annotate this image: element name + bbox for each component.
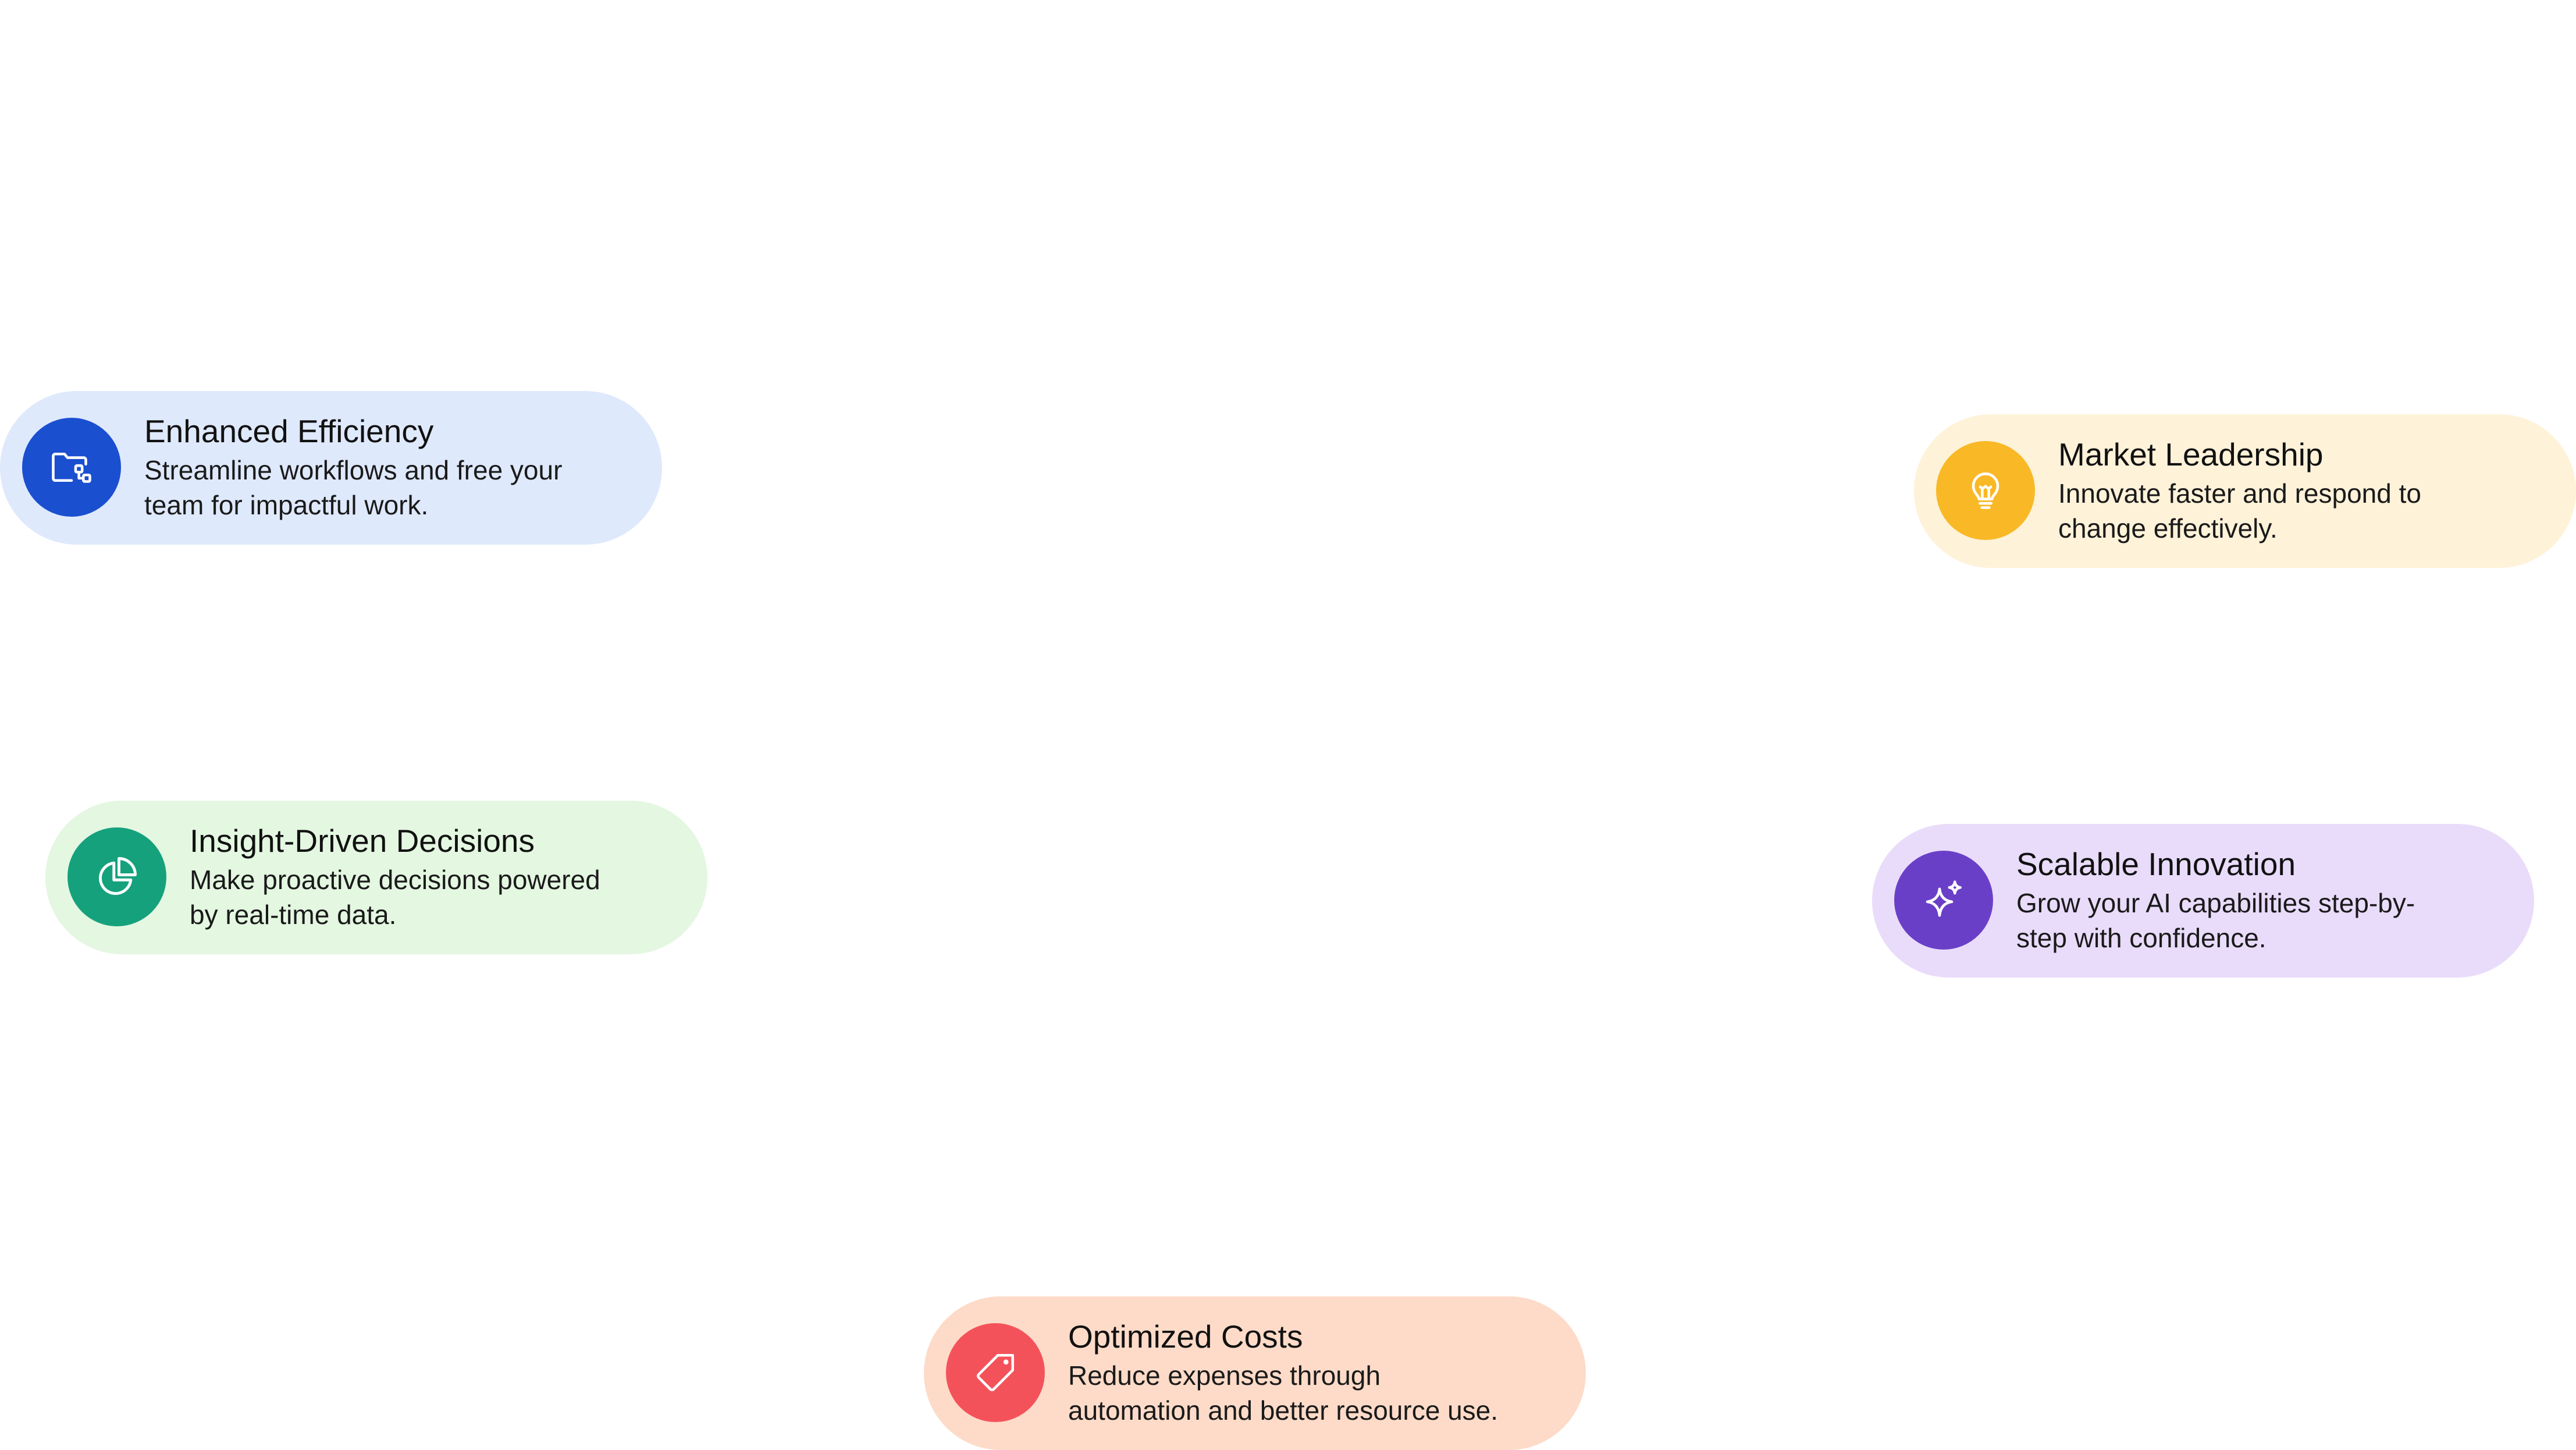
card-title: Enhanced Efficiency <box>144 413 434 449</box>
benefit-card-leadership: Market Leadership Innovate faster and re… <box>1914 414 2576 568</box>
benefit-card-insight: Insight-Driven Decisions Make proactive … <box>45 801 707 954</box>
benefit-card-innovation: Scalable Innovation Grow your AI capabil… <box>1872 824 2534 978</box>
sparkles-icon <box>1894 851 1993 950</box>
card-title: Optimized Costs <box>1068 1318 1303 1355</box>
benefit-card-efficiency: Enhanced Efficiency Streamline workflows… <box>0 391 662 545</box>
card-description: Streamline workflows and free your team … <box>144 455 563 520</box>
card-description: Make proactive decisions powered by real… <box>190 865 600 930</box>
card-description: Grow your AI capabilities step-by- step … <box>2016 888 2415 953</box>
pie-chart-icon <box>67 827 166 926</box>
card-description: Innovate faster and respond to change ef… <box>2058 478 2421 543</box>
price-tag-icon <box>946 1323 1045 1422</box>
card-title: Market Leadership <box>2058 436 2324 472</box>
card-title: Insight-Driven Decisions <box>190 823 535 859</box>
card-description: Reduce expenses through automation and b… <box>1068 1360 1499 1426</box>
lightbulb-icon <box>1936 441 2035 540</box>
card-title: Scalable Innovation <box>2016 846 2296 882</box>
folder-network-icon <box>22 418 121 517</box>
benefit-card-costs: Optimized Costs Reduce expenses through … <box>924 1296 1586 1450</box>
